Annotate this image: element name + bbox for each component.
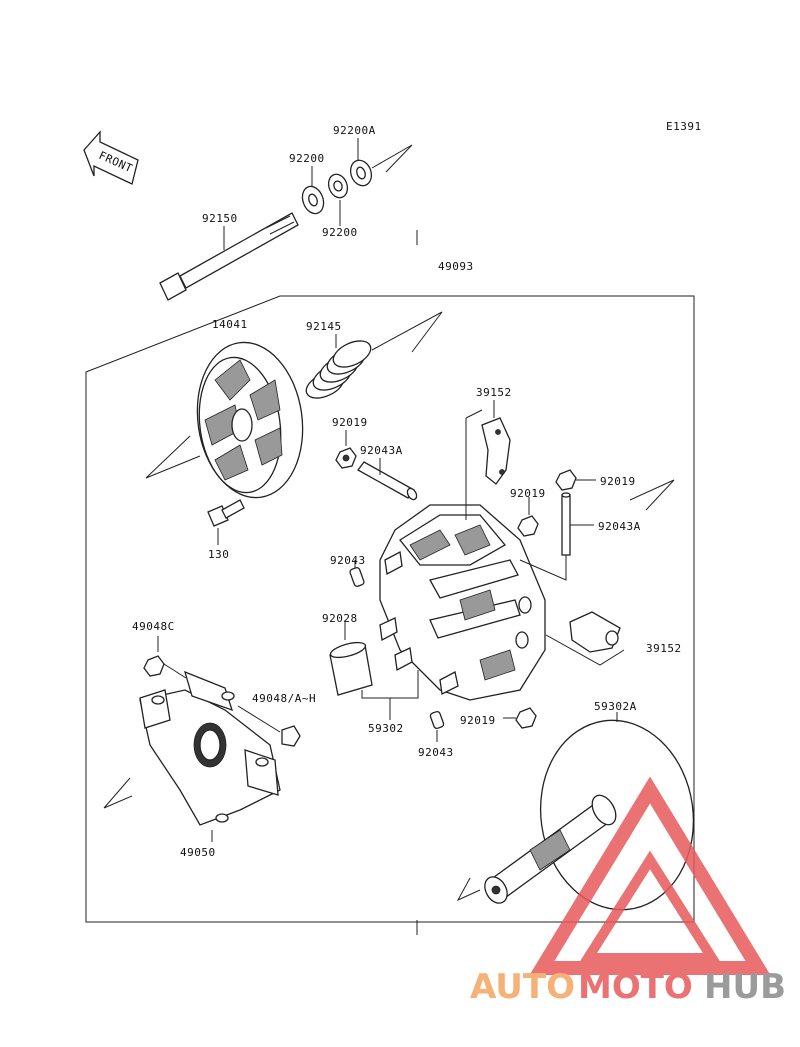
fixed-sheave-14041 bbox=[196, 341, 304, 499]
label-92200-upper: 92200 bbox=[289, 152, 325, 165]
nut-92019-lower bbox=[515, 707, 537, 729]
label-92043A-right: 92043A bbox=[598, 520, 641, 533]
spring-92145 bbox=[305, 340, 372, 399]
pin-92043-left bbox=[349, 567, 365, 587]
pin-92043-lower bbox=[429, 710, 445, 730]
ramp-weight-39152-upper bbox=[481, 417, 511, 485]
label-49048C: 49048C bbox=[132, 620, 175, 633]
spider-49050 bbox=[139, 670, 281, 826]
label-92145: 92145 bbox=[306, 320, 342, 333]
watermark-hub: HUB bbox=[704, 967, 786, 1007]
label-59302: 59302 bbox=[368, 722, 404, 735]
slider-shoe-49048AH bbox=[281, 725, 301, 747]
movable-sheave-assembly bbox=[379, 504, 546, 701]
washer-92200-b bbox=[327, 173, 349, 199]
front-arrow-icon: FRONT bbox=[83, 130, 139, 185]
label-92043A-upper: 92043A bbox=[360, 444, 403, 457]
nut-92019-middle bbox=[517, 515, 539, 537]
label-92019-upper: 92019 bbox=[332, 416, 368, 429]
pin-92043A-right bbox=[561, 492, 571, 556]
washer-92200-a bbox=[301, 185, 325, 215]
nut-92019-right bbox=[555, 469, 577, 491]
label-92200-lower: 92200 bbox=[322, 226, 358, 239]
bushing-92028 bbox=[329, 641, 373, 696]
label-92019-lower: 92019 bbox=[460, 714, 496, 727]
label-49093: 49093 bbox=[438, 260, 474, 273]
pin-92043A-upper bbox=[357, 461, 418, 501]
automotohub-watermark-logo: AUTO MOTO HUB bbox=[470, 776, 786, 1007]
bolt-92150 bbox=[159, 212, 299, 301]
label-39152-lower: 39152 bbox=[646, 642, 682, 655]
label-92150: 92150 bbox=[202, 212, 238, 225]
label-92019-middle: 92019 bbox=[510, 487, 546, 500]
label-14041: 14041 bbox=[212, 318, 248, 331]
label-92019-right: 92019 bbox=[600, 475, 636, 488]
watermark-auto: AUTO bbox=[470, 967, 575, 1007]
label-49048AH: 49048/A~H bbox=[252, 692, 316, 705]
slider-shoe-49048C bbox=[143, 655, 165, 677]
washer-92200A bbox=[349, 159, 373, 187]
diagram-code: E1391 bbox=[666, 120, 702, 133]
watermark-moto: MOTO bbox=[578, 967, 693, 1007]
label-92200A: 92200A bbox=[333, 124, 376, 137]
label-130: 130 bbox=[208, 548, 229, 561]
nut-92019-upper bbox=[335, 447, 357, 469]
label-59302A: 59302A bbox=[594, 700, 637, 713]
label-49050: 49050 bbox=[180, 846, 216, 859]
label-92043-lower: 92043 bbox=[418, 746, 454, 759]
label-92028: 92028 bbox=[322, 612, 358, 625]
label-92043-left: 92043 bbox=[330, 554, 366, 567]
label-39152-upper: 39152 bbox=[476, 386, 512, 399]
assembly-outline bbox=[85, 295, 695, 923]
ramp-weight-39152-lower bbox=[569, 611, 621, 653]
bolt-130 bbox=[207, 499, 245, 527]
